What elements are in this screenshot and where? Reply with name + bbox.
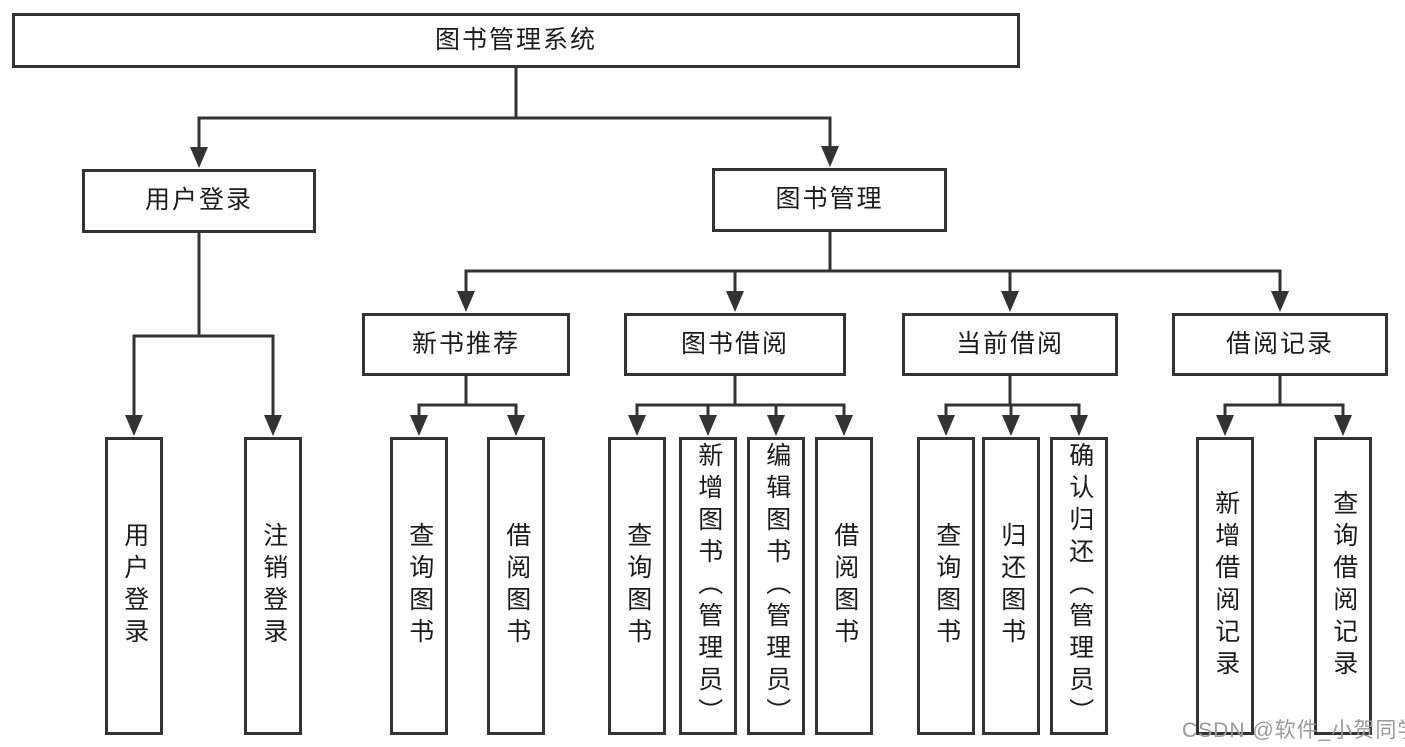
leaf-query-borrow-record: 查询借阅记录 [1314,437,1372,735]
node-new-book-recommend: 新书推荐 [362,313,570,376]
csdn-watermark: CSDN @软件_小贺同学 [1182,719,1405,742]
leaf-edit-book-admin: 编辑图书（管理员） [747,437,805,735]
leaf-borrow-books: 借阅图书 [815,437,873,735]
leaf-logout: 注销登录 [244,437,302,735]
node-user-login: 用户登录 [82,169,316,233]
leaf-add-borrow-record: 新增借阅记录 [1196,437,1254,735]
node-current-borrow: 当前借阅 [902,313,1118,376]
connector-root-to-level2 [190,68,839,168]
leaf-query-books-recommend: 查询图书 [390,437,448,735]
connector-new-book-recommend-to-leaves [410,376,525,436]
leaf-user-login: 用户登录 [105,437,163,735]
leaf-query-books-current: 查询图书 [917,437,975,735]
connector-current-borrow-to-leaves [937,376,1088,436]
node-borrow-records: 借阅记录 [1172,313,1388,376]
leaf-return-book: 归还图书 [982,437,1040,735]
connector-user-login-to-children [125,233,282,436]
node-root: 图书管理系统 [12,13,1020,68]
leaf-confirm-return-admin: 确认归还（管理员） [1050,437,1108,735]
node-book-borrow: 图书借阅 [624,313,846,376]
leaf-borrow-books-recommend: 借阅图书 [487,437,545,735]
leaf-query-books-borrow: 查询图书 [608,437,666,735]
connector-book-borrow-to-leaves [628,376,853,436]
node-book-management: 图书管理 [712,168,947,232]
leaf-add-book-admin: 新增图书（管理员） [679,437,737,735]
connector-borrow-records-to-leaves [1216,376,1352,436]
connector-book-mgmt-to-sections [457,232,1289,312]
